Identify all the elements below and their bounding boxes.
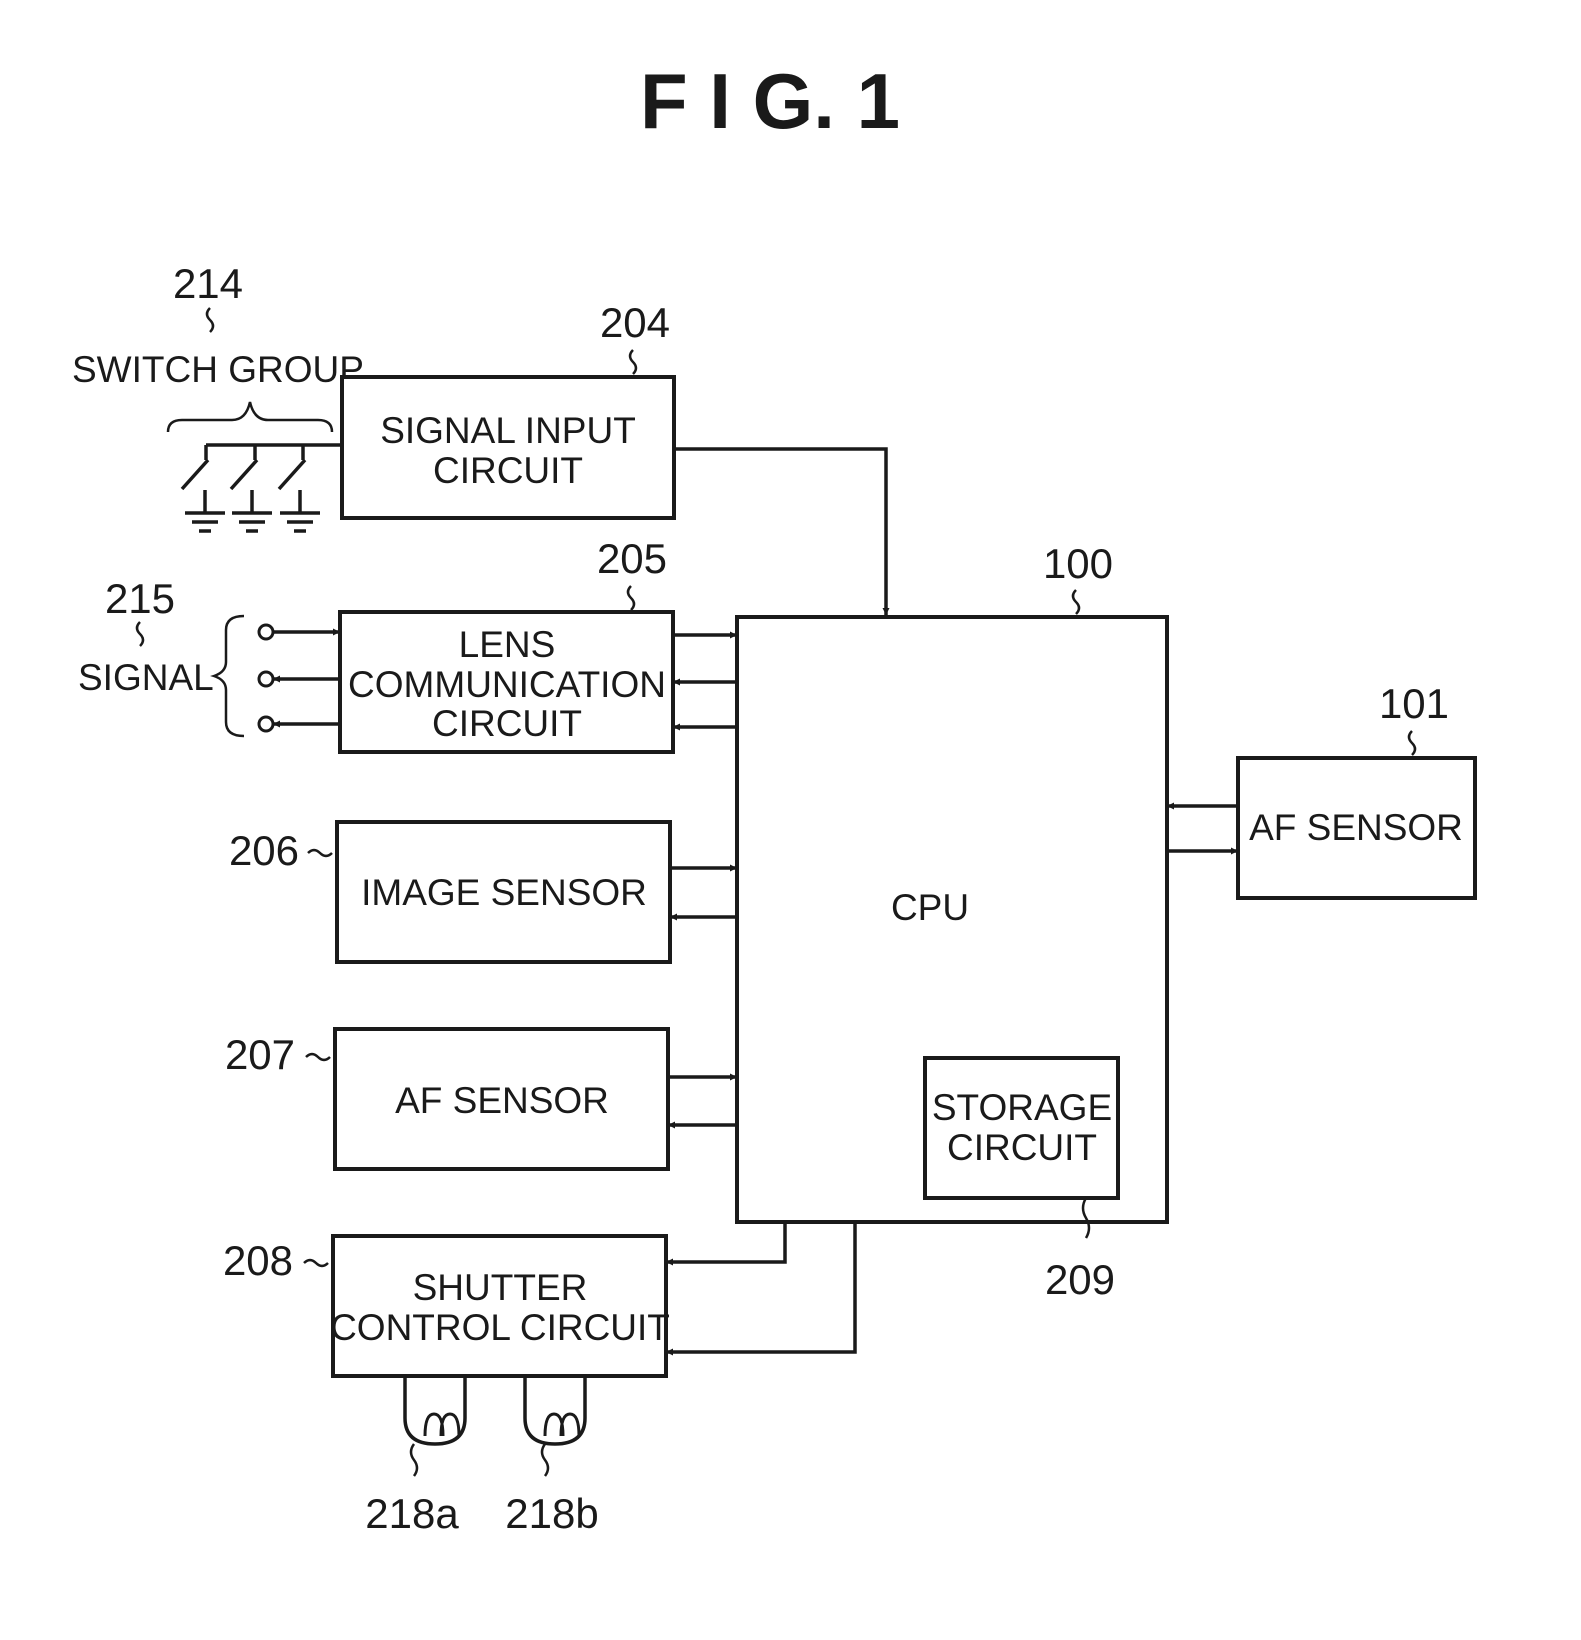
coil-218a-label: 218a xyxy=(365,1490,459,1537)
signal-input-label-1: SIGNAL INPUT xyxy=(380,410,636,451)
cpu-ref: 100 xyxy=(1043,540,1113,587)
image-sensor-label: IMAGE SENSOR xyxy=(361,872,647,913)
switch-group-label: SWITCH GROUP xyxy=(72,349,364,390)
cpu-label: CPU xyxy=(891,887,969,928)
lens-comm-label-2: COMMUNICATION xyxy=(348,664,666,705)
af-sensor-right: AF SENSOR 101 xyxy=(1236,680,1477,900)
lens-comm-label-3: CIRCUIT xyxy=(432,703,582,744)
signal-input-ref: 204 xyxy=(600,299,670,346)
switch-group-ref: 214 xyxy=(173,260,243,307)
coil-218b-label: 218b xyxy=(505,1490,598,1537)
signal-input-circuit: SIGNAL INPUT CIRCUIT 204 xyxy=(340,299,676,520)
shutter-ref: 208 xyxy=(223,1237,293,1284)
shutter-control-circuit: SHUTTER CONTROL CIRCUIT 208 xyxy=(223,1234,670,1378)
switch-brace xyxy=(166,401,334,433)
switch-group: 214 SWITCH GROUP xyxy=(72,260,364,533)
figure-title: F I G. 1 xyxy=(640,57,900,145)
af-sensor-right-label: AF SENSOR xyxy=(1249,807,1463,848)
shutter-label-2: CONTROL CIRCUIT xyxy=(330,1307,670,1348)
lens-communication-circuit: LENS COMMUNICATION CIRCUIT 205 xyxy=(338,535,675,754)
shutter-label-1: SHUTTER xyxy=(413,1267,588,1308)
storage-circuit: STORAGE CIRCUIT 209 xyxy=(923,1056,1120,1303)
leader-214 xyxy=(205,307,215,333)
lens-comm-ref: 205 xyxy=(597,535,667,582)
signal-terminals: 215 SIGNAL xyxy=(78,575,340,738)
storage-label-2: CIRCUIT xyxy=(947,1127,1097,1168)
coil-218a: 218a xyxy=(365,1376,467,1537)
af-sensor-left: AF SENSOR 207 xyxy=(225,1027,670,1171)
signal-label: SIGNAL xyxy=(78,657,214,698)
lens-comm-label-1: LENS xyxy=(459,624,556,665)
signal-input-label-2: CIRCUIT xyxy=(433,450,583,491)
image-sensor-ref: 206 xyxy=(229,827,299,874)
connection-lines xyxy=(666,447,1238,1356)
signal-ref: 215 xyxy=(105,575,175,622)
af-sensor-left-label: AF SENSOR xyxy=(395,1080,609,1121)
af-sensor-right-ref: 101 xyxy=(1379,680,1449,727)
signal-brace xyxy=(210,614,245,738)
storage-label-1: STORAGE xyxy=(932,1087,1112,1128)
storage-ref: 209 xyxy=(1045,1256,1115,1303)
image-sensor: IMAGE SENSOR 206 xyxy=(229,820,672,964)
af-sensor-left-ref: 207 xyxy=(225,1031,295,1078)
coil-218b: 218b xyxy=(505,1376,599,1537)
